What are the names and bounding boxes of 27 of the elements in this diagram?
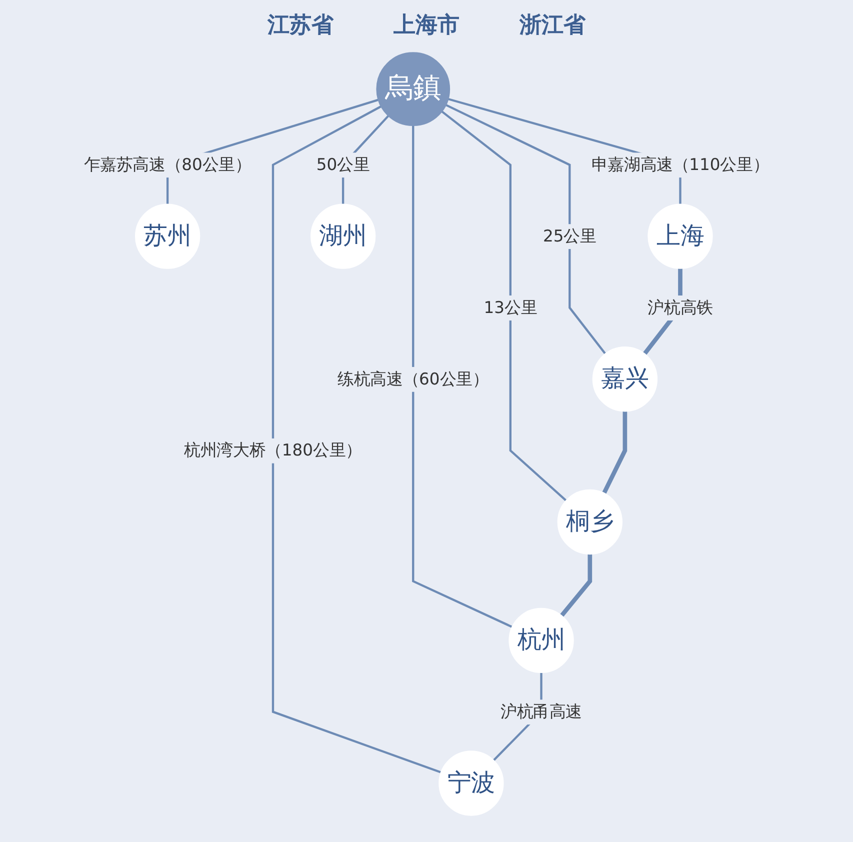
node-circle: 湖州 [310,204,376,269]
edge-label: 沪杭甬高速 [500,702,582,722]
node-circle: 嘉兴 [592,346,658,412]
node-circle: 杭州 [508,608,574,673]
node-circle: 桐乡 [557,489,622,555]
edge-label: 50公里 [316,154,370,174]
region-label: 浙江省 [520,12,586,40]
connector [412,125,513,628]
edge-label: 13公里 [484,298,538,318]
node-circle: 苏州 [134,204,200,269]
edge-label: 练杭高速（60公里） [338,369,489,389]
connector [560,554,592,618]
edge-label: 杭州湾大桥（180公里） [184,440,362,460]
connector [166,98,379,204]
region-label: 江苏省 [268,12,334,40]
edge-label: 25公里 [542,226,596,246]
edge-label: 申嘉湖高速（110公里） [591,154,770,174]
connector [272,105,442,774]
connector [445,104,606,354]
node-circle: 上海 [648,204,713,269]
connector [441,110,567,502]
edge-label: 乍嘉苏高速（80公里） [84,154,252,174]
node-circle: 宁波 [438,750,504,816]
node-circle: 烏鎮 [376,52,450,126]
edge-label: 沪杭高铁 [648,298,713,318]
region-label: 上海市 [394,12,460,40]
connector [602,411,628,494]
